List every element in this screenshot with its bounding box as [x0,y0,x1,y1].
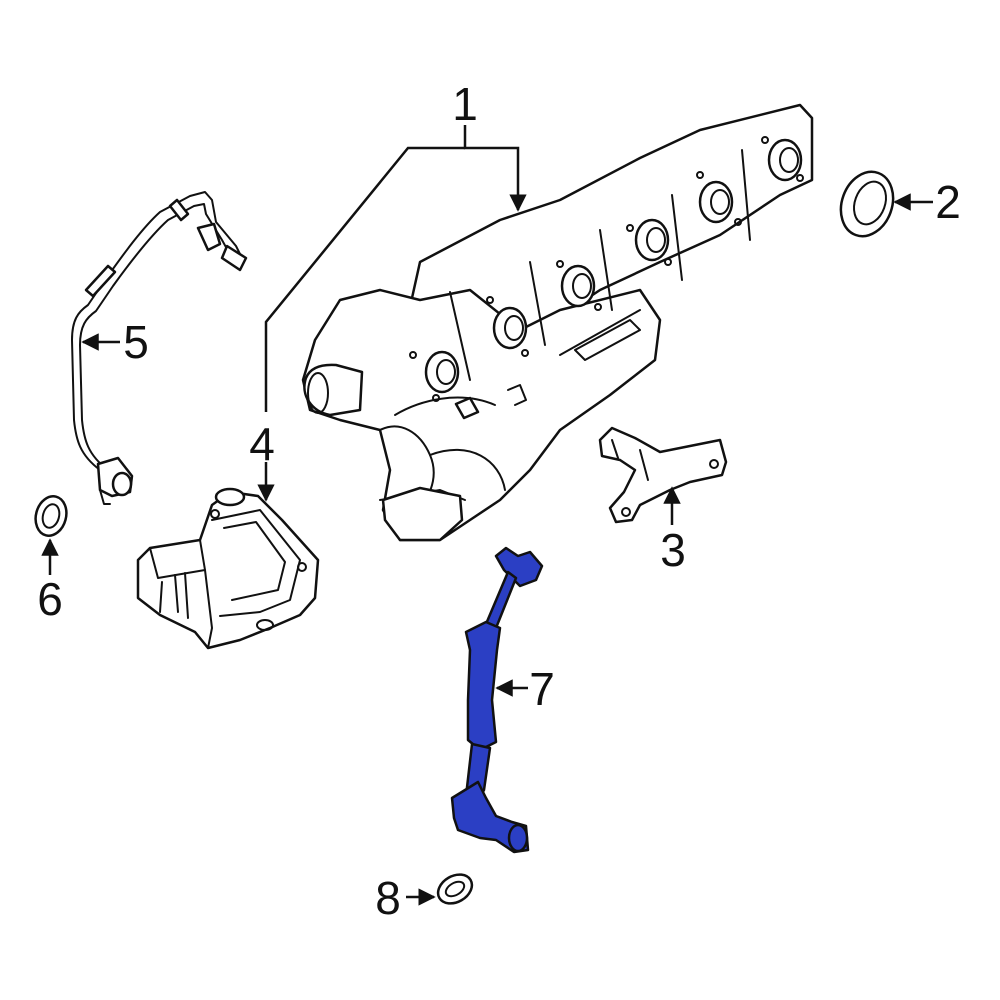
gasket-ring [839,170,895,238]
manifold-port [560,264,596,308]
turbocharger-manifold-assembly [301,103,814,542]
leader-lines [41,125,933,906]
return-line-upper-tube [484,570,518,630]
manifold-port [492,306,528,350]
manifold-port [424,350,460,394]
return-line-hose [464,620,502,752]
callout-labels: 1 2 3 4 5 6 7 8 [37,78,961,924]
callout-7: 7 [529,663,555,715]
leader-line-1 [463,125,527,212]
callout-4: 4 [249,418,275,470]
callout-5: 5 [123,316,149,368]
support-bracket [598,426,728,524]
sealing-ring [436,873,474,905]
callout-3: 3 [660,524,686,576]
manifold-port [698,180,734,224]
callout-1: 1 [452,78,478,130]
leader-line-1b [264,146,465,412]
return-line-end-fitting [507,823,529,853]
oil-feed-line [71,191,248,505]
callout-6: 6 [37,573,63,625]
manifold-port [634,218,670,262]
manifold-port [767,138,803,182]
sealing-washer [34,495,68,537]
callout-8: 8 [375,872,401,924]
oil-return-line-highlighted [450,546,544,854]
callout-2: 2 [935,176,961,228]
actuator-module [136,487,320,650]
return-line-upper-fitting [494,546,544,588]
